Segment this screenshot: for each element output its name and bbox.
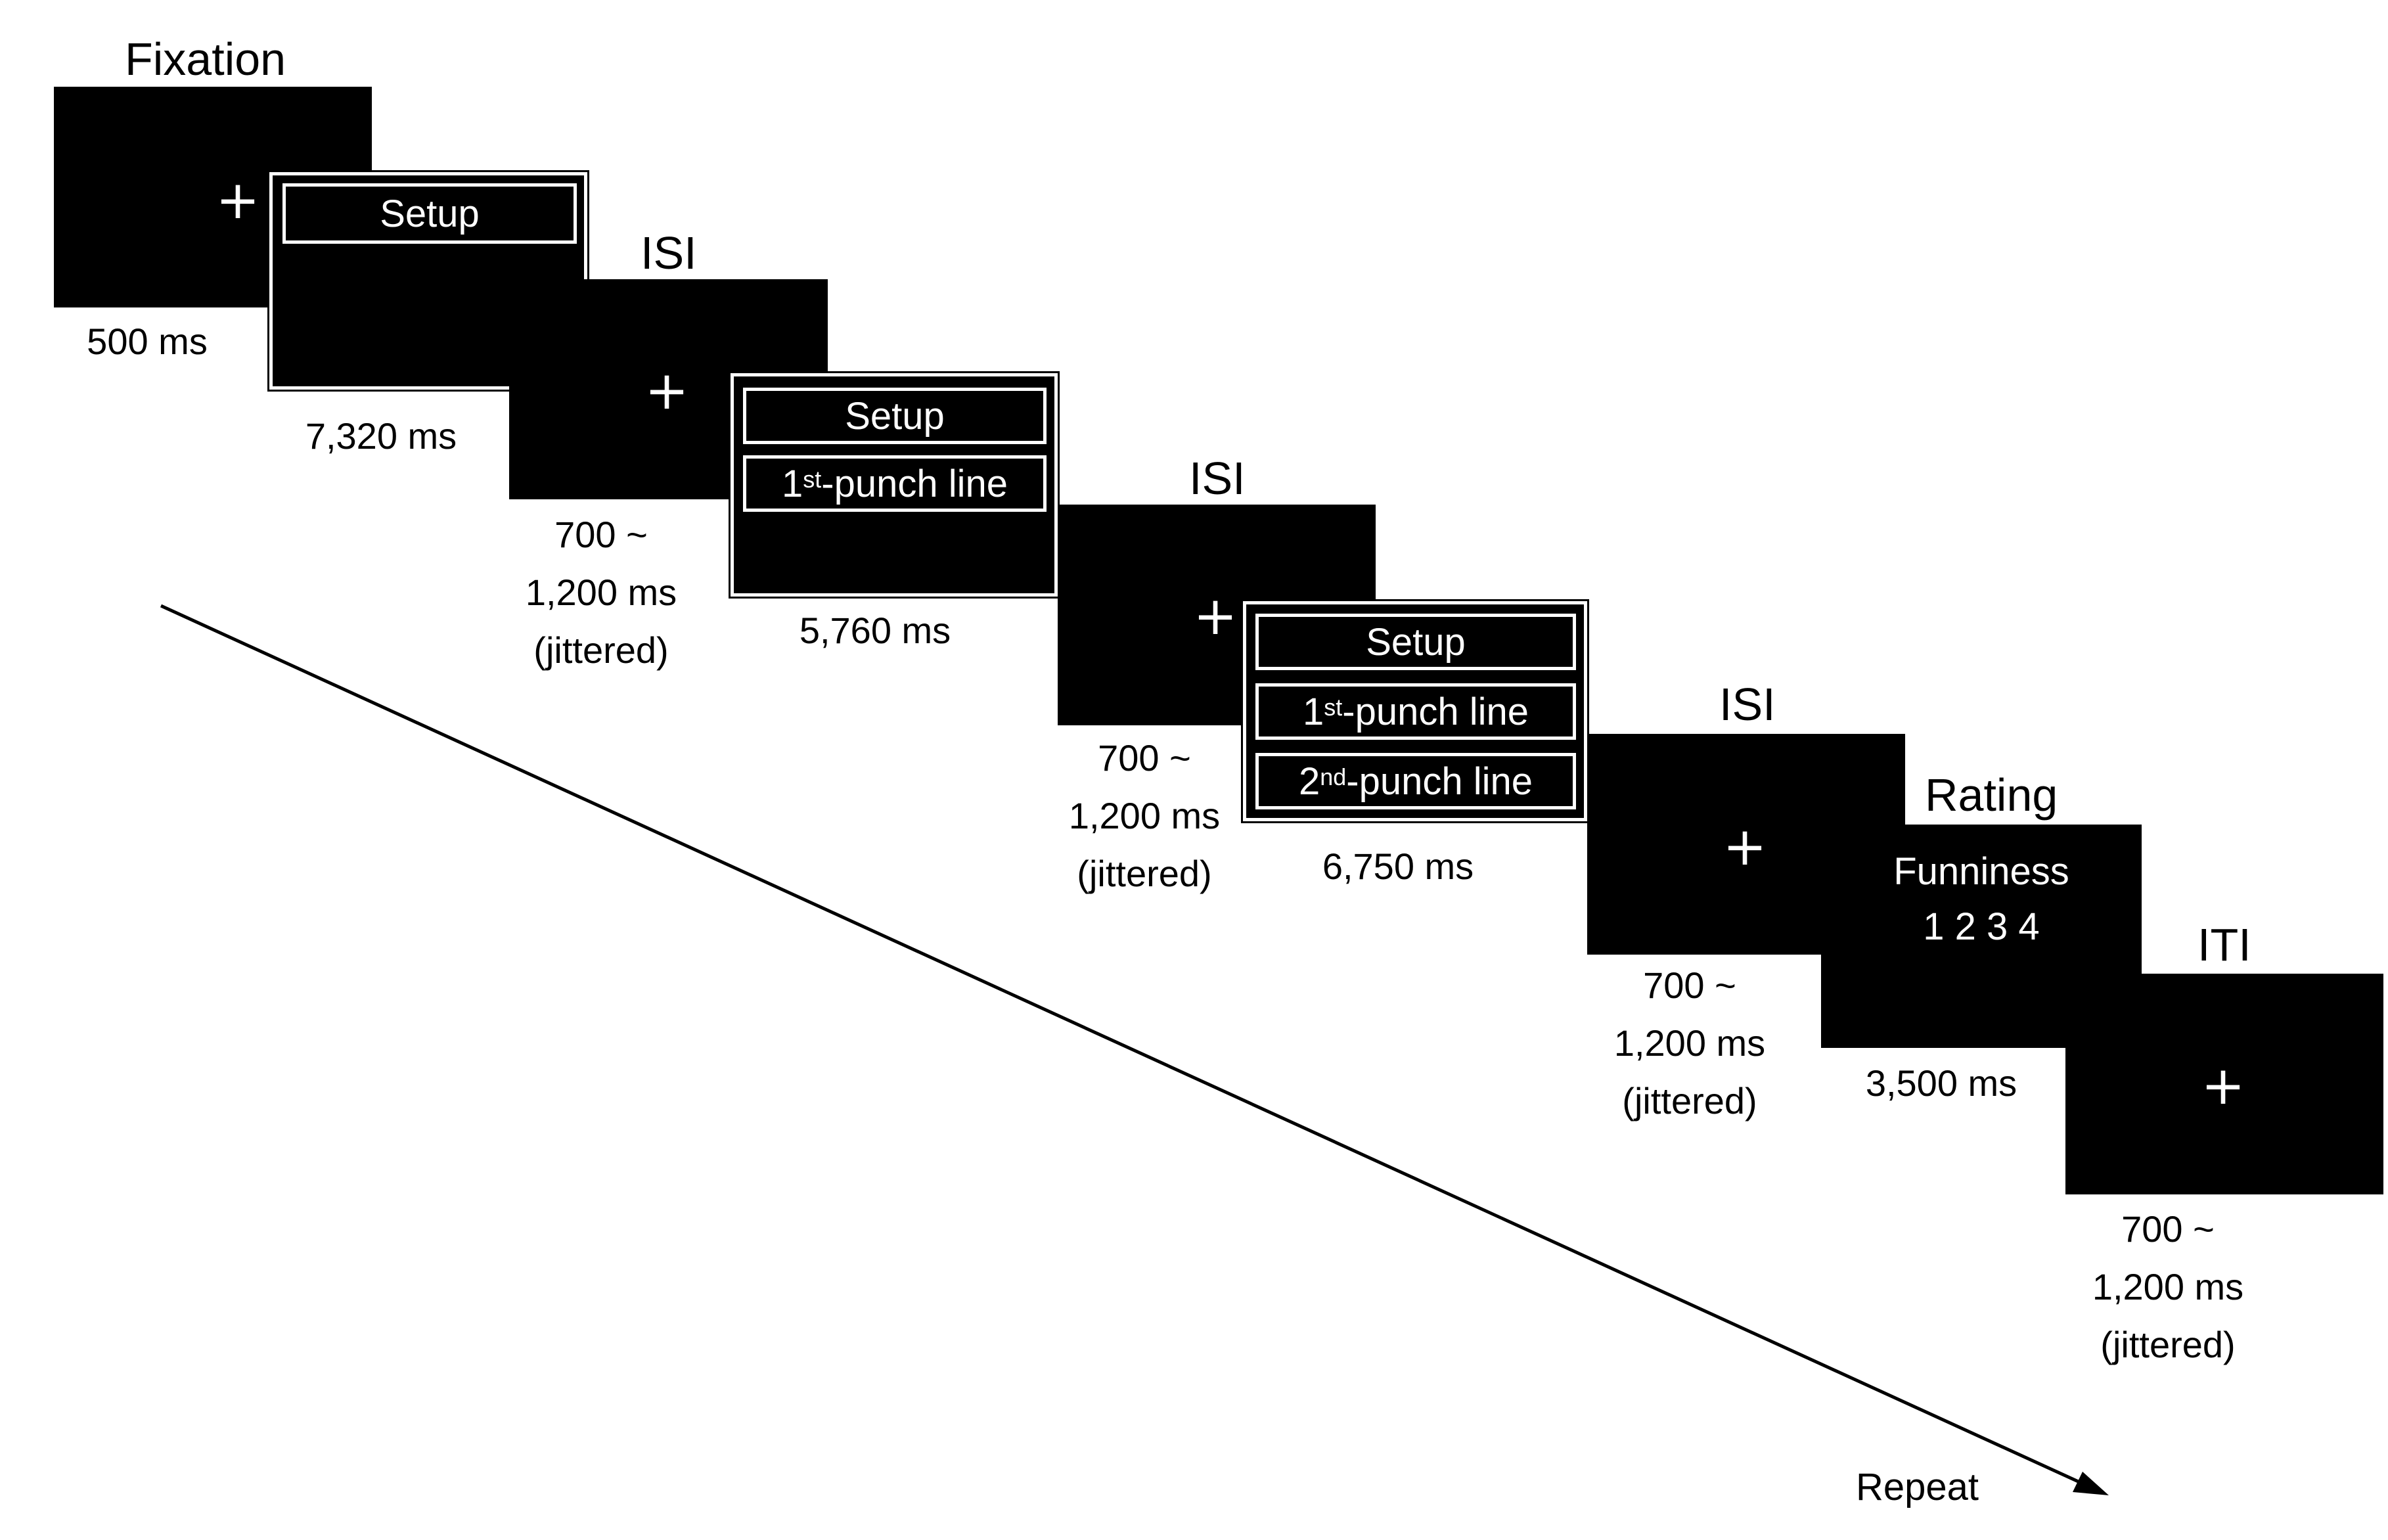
repeat-label: Repeat <box>1856 1466 1979 1508</box>
fixation-cross-icon: + <box>215 170 260 231</box>
punch2-ordinal2-suffix: nd <box>1320 763 1347 790</box>
isi2-duration-line1: 700 ~ <box>1098 737 1191 779</box>
iti-title: ITI <box>2197 919 2251 970</box>
isi2-duration-line2: 1,200 ms <box>1068 795 1221 836</box>
isi1-duration: 700 ~ 1,200 ms (jittered) <box>526 506 677 679</box>
fixation-duration: 500 ms <box>87 321 208 362</box>
punch1-duration: 5,760 ms <box>799 610 951 651</box>
isi2-cross-icon: + <box>1193 585 1238 646</box>
isi1-title: ISI <box>641 227 697 279</box>
rating-question: Funniness 1 2 3 4 <box>1893 844 2069 955</box>
rating-scale-options: 1 2 3 4 <box>1923 905 2040 948</box>
rating-title: Rating <box>1925 769 2058 821</box>
rating-scale-name: Funniness <box>1893 850 2069 893</box>
isi3-duration-line3: (jittered) <box>1622 1080 1757 1121</box>
isi3-duration-line1: 700 ~ <box>1643 964 1736 1006</box>
isi2-title: ISI <box>1189 453 1246 504</box>
iti-screen: + <box>2065 974 2383 1194</box>
punch1-setup-box: Setup <box>743 388 1047 444</box>
punch1-ordinal-suffix: st <box>803 466 822 493</box>
setup-duration: 7,320 ms <box>305 415 457 457</box>
repeat-arrow-head <box>2073 1472 2109 1495</box>
punch2-ordinal1-number: 1 <box>1302 690 1324 733</box>
punch2-ordinal1-suffix: st <box>1324 694 1343 721</box>
isi1-duration-line3: (jittered) <box>533 629 669 671</box>
punch2-punchline2-text: -punch line <box>1346 759 1533 803</box>
iti-duration: 700 ~ 1,200 ms (jittered) <box>2092 1200 2243 1374</box>
setup-box: Setup <box>282 183 577 244</box>
isi2-duration-line3: (jittered) <box>1077 853 1212 894</box>
iti-duration-line2: 1,200 ms <box>2092 1266 2244 1307</box>
isi1-duration-line2: 1,200 ms <box>525 572 677 613</box>
isi3-title: ISI <box>1719 679 1776 730</box>
iti-duration-line3: (jittered) <box>2100 1324 2236 1365</box>
isi2-duration: 700 ~ 1,200 ms (jittered) <box>1069 729 1220 903</box>
punch1-punchline-text: -punch line <box>821 462 1008 505</box>
punch2-setup-box: Setup <box>1255 614 1576 670</box>
isi3-duration-line2: 1,200 ms <box>1613 1022 1766 1064</box>
isi3-duration: 700 ~ 1,200 ms (jittered) <box>1614 957 1765 1130</box>
punch2-ordinal2-number: 2 <box>1298 759 1320 803</box>
rating-duration: 3,500 ms <box>1865 1062 2017 1104</box>
fixation-title: Fixation <box>125 34 286 85</box>
isi1-cross-icon: + <box>644 360 689 421</box>
isi3-cross-icon: + <box>1723 816 1767 877</box>
punch2-duration: 6,750 ms <box>1322 846 1474 887</box>
iti-duration-line1: 700 ~ <box>2121 1208 2215 1250</box>
punch2-punchline1-text: -punch line <box>1342 690 1529 733</box>
isi1-duration-line1: 700 ~ <box>554 514 648 555</box>
iti-cross-icon: + <box>2201 1055 2245 1116</box>
repeat-arrow-line <box>160 604 2084 1485</box>
punch1-ordinal-number: 1 <box>781 462 803 505</box>
